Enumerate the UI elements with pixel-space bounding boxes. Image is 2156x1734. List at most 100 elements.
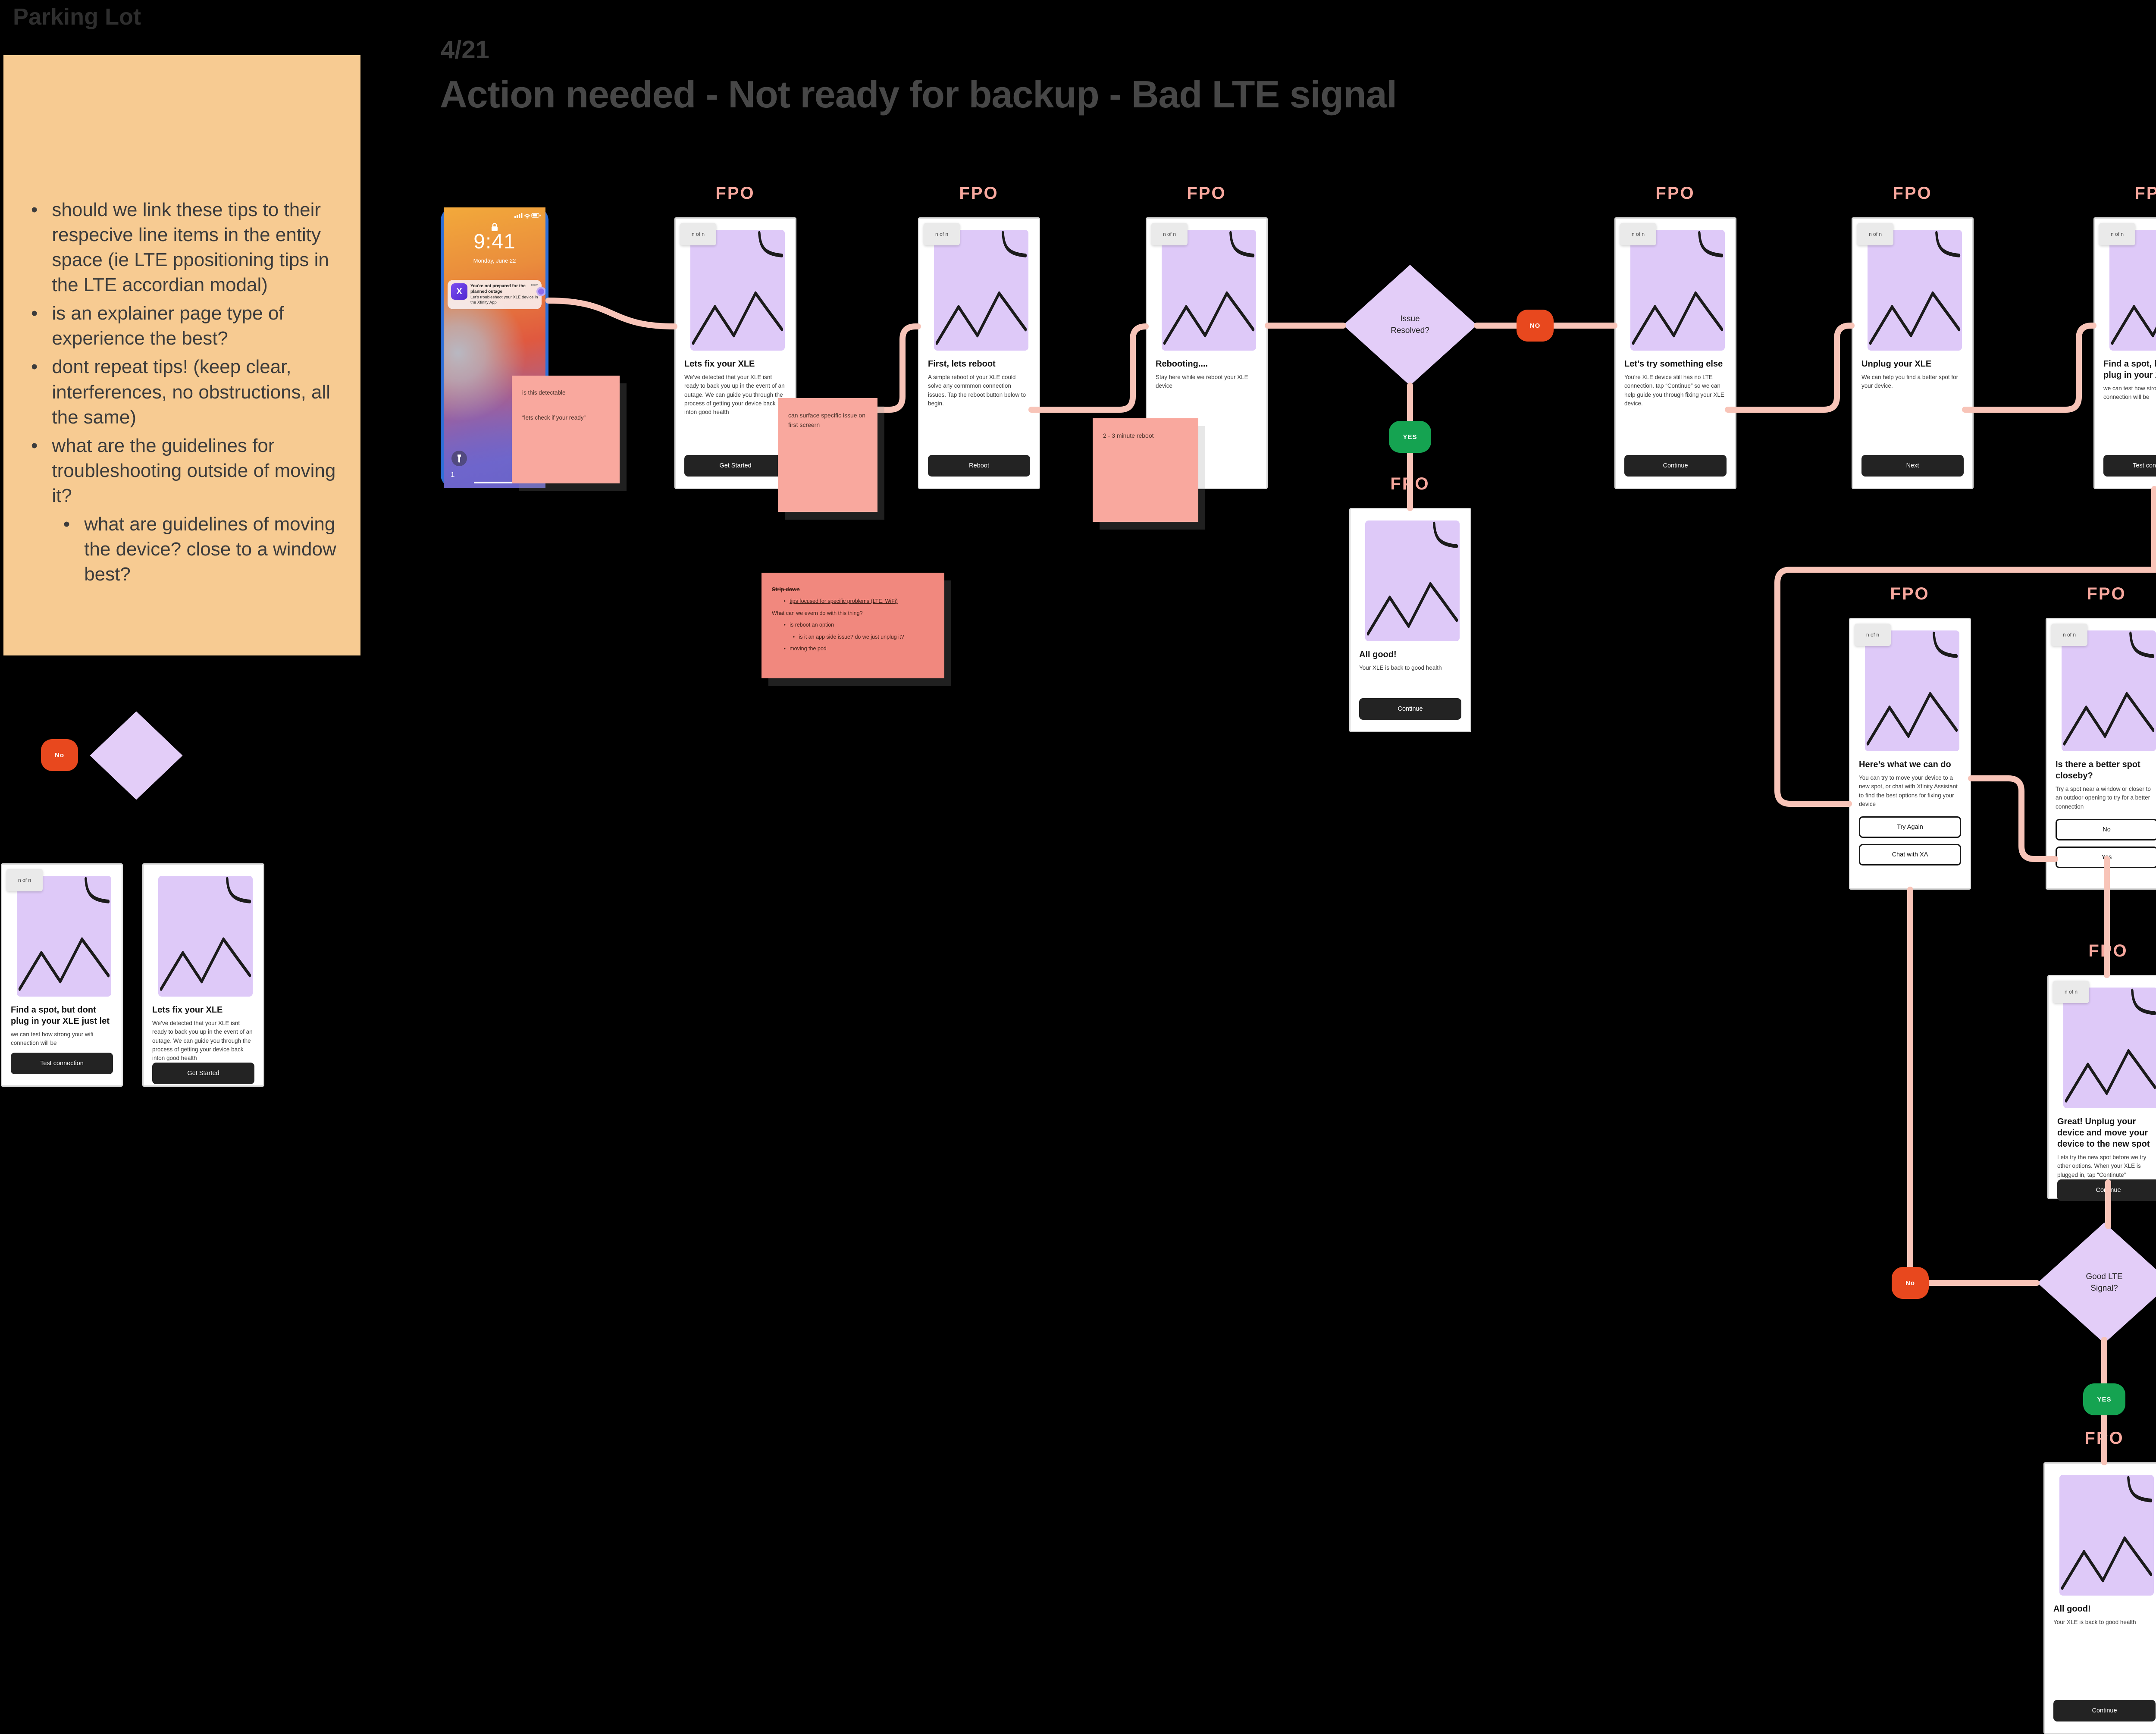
flow-connector [1962, 323, 2096, 413]
screen-body: Stay here while we reboot your XLE devic… [1156, 374, 1248, 389]
screen-title: Is there a better spot closeby? [2056, 760, 2140, 781]
button-group: Continue [1624, 455, 1727, 477]
image-placeholder [1365, 521, 1460, 641]
screen-body: Lets try the new spot before we try othe… [2057, 1154, 2147, 1178]
screen-title: Here’s what we can do [1859, 760, 1951, 769]
screen-body: We can help you find a better spot for y… [1861, 374, 1959, 389]
screen-body: we can test how strong your wifi connect… [11, 1031, 94, 1047]
app-screen-f4[interactable]: n of n Let’s try something else You’re X… [1614, 217, 1736, 489]
image-placeholder [2062, 630, 2156, 751]
decision-label: Good LTE Signal? [2086, 1272, 2123, 1293]
continue-button[interactable]: Continue [1624, 455, 1727, 477]
image-placeholder [158, 876, 253, 997]
decision-d1[interactable]: Issue Resolved? [1343, 265, 1477, 386]
chat-with-xa-button[interactable]: Chat with XA [1859, 844, 1961, 865]
connector-anchor-dot [536, 287, 545, 296]
app-screen-f6[interactable]: n of n Find a spot, but dont plug in you… [2093, 217, 2156, 489]
fpo-label: FPO [715, 184, 755, 203]
sticky-note-s1[interactable]: is this detectable“lets check if your re… [512, 376, 620, 483]
image-placeholder [2109, 230, 2156, 351]
flow-connector [1774, 567, 2156, 807]
sticky-paragraph: is this detectable [522, 389, 566, 396]
notification-body: Let's troubleshoot your XLE device in th… [470, 295, 538, 305]
parking-note-line: is an explainer page type of experience … [22, 301, 340, 351]
screen-title: Unplug your XLE [1861, 359, 1932, 369]
test-connection-button[interactable]: Test connection [11, 1053, 113, 1074]
sticky-note-s3[interactable]: 2 - 3 minute reboot [1093, 418, 1198, 522]
app-screen-f1[interactable]: n of n Lets fix your XLE We’ve detected … [674, 217, 796, 489]
page-count-badge: n of n [680, 223, 716, 245]
page-count-badge: n of n [1151, 223, 1188, 245]
image-placeholder-icon [1163, 231, 1255, 345]
sticky-note-s4[interactable]: Strip downtips focused for specific prob… [761, 573, 944, 678]
screen-body: we can test how strong your wifi connect… [2103, 385, 2156, 401]
sticky-line: is it an app side issue? do we just unpl… [790, 633, 934, 642]
continue-button[interactable]: Continue [2053, 1700, 2156, 1721]
image-placeholder-icon [1869, 231, 1961, 345]
app-screen-f2[interactable]: n of n First, lets reboot A simple reboo… [918, 217, 1040, 489]
app-screen-f18[interactable]: All good! Your XLE is back to good healt… [2043, 1462, 2156, 1734]
home-indicator [474, 482, 515, 483]
parking-lot-sticky-note[interactable]: should we link these tips to their respe… [3, 55, 360, 655]
flow-connector [545, 298, 677, 329]
image-placeholder [1630, 230, 1725, 351]
image-placeholder-icon [1632, 231, 1724, 345]
get-started-button[interactable]: Get Started [684, 455, 787, 477]
app-screen-g1[interactable]: n of n Find a spot, but dont plug in you… [1, 863, 123, 1087]
screen-title: Find a spot, but dont plug in your XLE j… [11, 1005, 110, 1026]
reboot-button[interactable]: Reboot [928, 455, 1030, 477]
get-started-button[interactable]: Get Started [152, 1063, 254, 1085]
button-group: Continue [2053, 1700, 2156, 1721]
screen-body: We’ve detected that your XLE isnt ready … [684, 374, 785, 415]
button-group: Reboot [928, 455, 1030, 477]
next-button[interactable]: Next [1861, 455, 1964, 477]
no-button[interactable]: No [2056, 818, 2156, 840]
app-screen-f10[interactable]: All good! Your XLE is back to good healt… [1349, 508, 1471, 732]
flow-connectors [545, 298, 2156, 1465]
edge-badge-yes[interactable]: YES [1389, 421, 1431, 453]
screen-body: Your XLE is back to good health [2053, 1619, 2136, 1625]
image-placeholder-icon [692, 231, 783, 345]
image-placeholder-icon [1366, 521, 1458, 636]
flashlight-button[interactable] [451, 451, 467, 466]
continue-button[interactable]: Continue [1359, 698, 1461, 720]
status-icons [514, 213, 541, 219]
flashlight-icon [458, 455, 461, 463]
app-screen-f12[interactable]: n of n Is there a better spot closeby? T… [2046, 618, 2156, 890]
edge-badge-yes[interactable]: YES [2083, 1383, 2125, 1415]
image-placeholder-icon [2061, 1476, 2153, 1590]
image-placeholder-icon [935, 231, 1027, 345]
app-screen-f5[interactable]: n of n Unplug your XLE We can help you f… [1852, 217, 1974, 489]
try-again-button[interactable]: Try Again [1859, 816, 1961, 838]
sticky-line: moving the pod [781, 645, 934, 653]
sticky-line: What can we evern do with this thing? [772, 610, 863, 616]
image-placeholder-icon [160, 877, 251, 991]
image-placeholder [934, 230, 1028, 351]
sticky-line: is reboot an option [781, 621, 934, 630]
parking-lot-title: Parking Lot [13, 4, 141, 30]
decision-label: Issue Resolved? [1391, 314, 1429, 335]
button-group: Continue [1359, 698, 1461, 720]
edge-badge-no[interactable]: No [1892, 1267, 1929, 1299]
app-screen-f3[interactable]: n of n Rebooting.... Stay here while we … [1146, 217, 1268, 489]
app-screen-f11[interactable]: n of n Here’s what we can do You can try… [1849, 618, 1971, 890]
sticky-note-s2[interactable]: can surface specific issue on first scre… [778, 398, 877, 512]
page-number: 4/21 [441, 36, 489, 64]
page-count-badge: n of n [1620, 223, 1656, 245]
edge-badge-no[interactable]: No [41, 739, 78, 771]
flow-connector [1968, 775, 2058, 862]
button-group: Next [1861, 455, 1964, 477]
test-connection-button[interactable]: Test connection [2103, 455, 2156, 477]
app-screen-g2[interactable]: Lets fix your XLE We’ve detected that yo… [142, 863, 264, 1087]
edge-badge-no[interactable]: NO [1517, 310, 1554, 342]
parking-note-line: what are the guidelines for troubleshoot… [22, 433, 340, 508]
image-placeholder-icon [1866, 631, 1958, 746]
push-notification[interactable]: X You're not prepared for the planned ou… [448, 280, 545, 309]
sticky-line: tips focused for specific problems (LTE,… [781, 597, 934, 606]
page-count-badge: n of n [1857, 223, 1893, 245]
screen-body: A simple reboot of your XLE could solve … [928, 374, 1026, 407]
decision-d5[interactable]: Good LTE Signal? [2037, 1223, 2156, 1343]
fpo-label: FPO [2134, 184, 2156, 203]
xfinity-app-icon: X [451, 283, 467, 300]
